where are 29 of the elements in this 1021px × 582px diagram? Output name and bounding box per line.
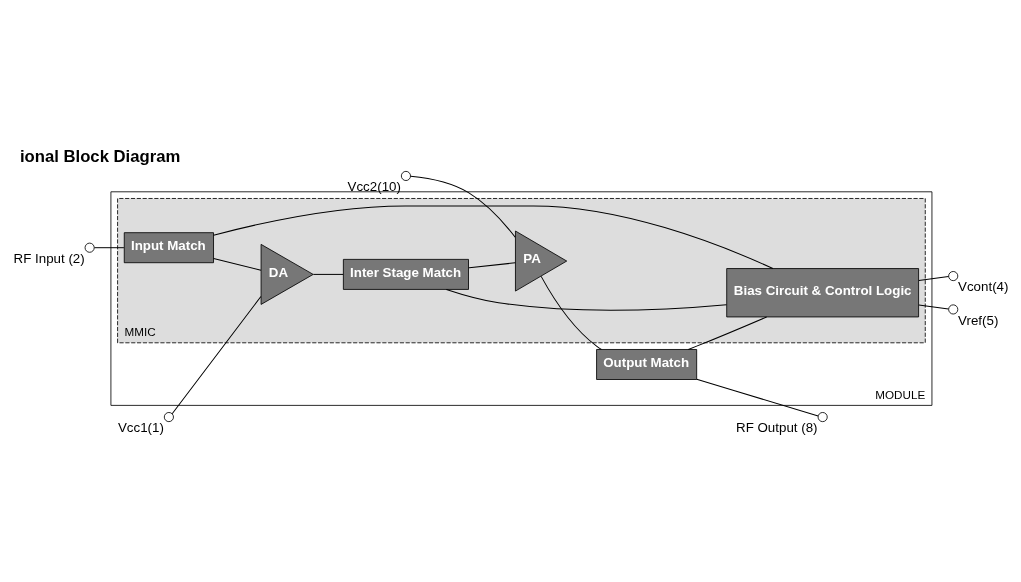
- connector: [409, 175, 516, 238]
- connector: [695, 378, 819, 416]
- node-circle: [947, 270, 958, 281]
- node-label: RF Input (2): [13, 250, 85, 266]
- connector: [445, 288, 727, 311]
- node-circle: [84, 242, 95, 253]
- node-box: Input Match: [123, 231, 214, 263]
- connector: [212, 257, 261, 271]
- node-circle: [400, 170, 411, 181]
- node-circle: [817, 411, 828, 422]
- connector: [93, 246, 124, 248]
- node-circle: [163, 411, 174, 422]
- node-box: Bias Circuit & Control Logic: [725, 267, 919, 317]
- node-box: Output Match: [595, 348, 697, 380]
- diagram-title: ional Block Diagram: [19, 146, 180, 166]
- connector: [312, 273, 344, 275]
- connector: [212, 205, 773, 269]
- node-label: Vcc1(1): [117, 419, 164, 435]
- connector: [540, 275, 602, 350]
- node-label: Vref(5): [957, 312, 998, 328]
- connector: [687, 315, 767, 350]
- node-box: Inter Stage Match: [342, 258, 469, 290]
- node-label: RF Output (8): [735, 419, 818, 435]
- node-label: Vcont(4): [957, 278, 1008, 294]
- connector: [467, 261, 516, 268]
- connector: [917, 275, 949, 281]
- connector: [917, 304, 949, 309]
- node-circle: [947, 303, 958, 314]
- connector: [171, 295, 261, 414]
